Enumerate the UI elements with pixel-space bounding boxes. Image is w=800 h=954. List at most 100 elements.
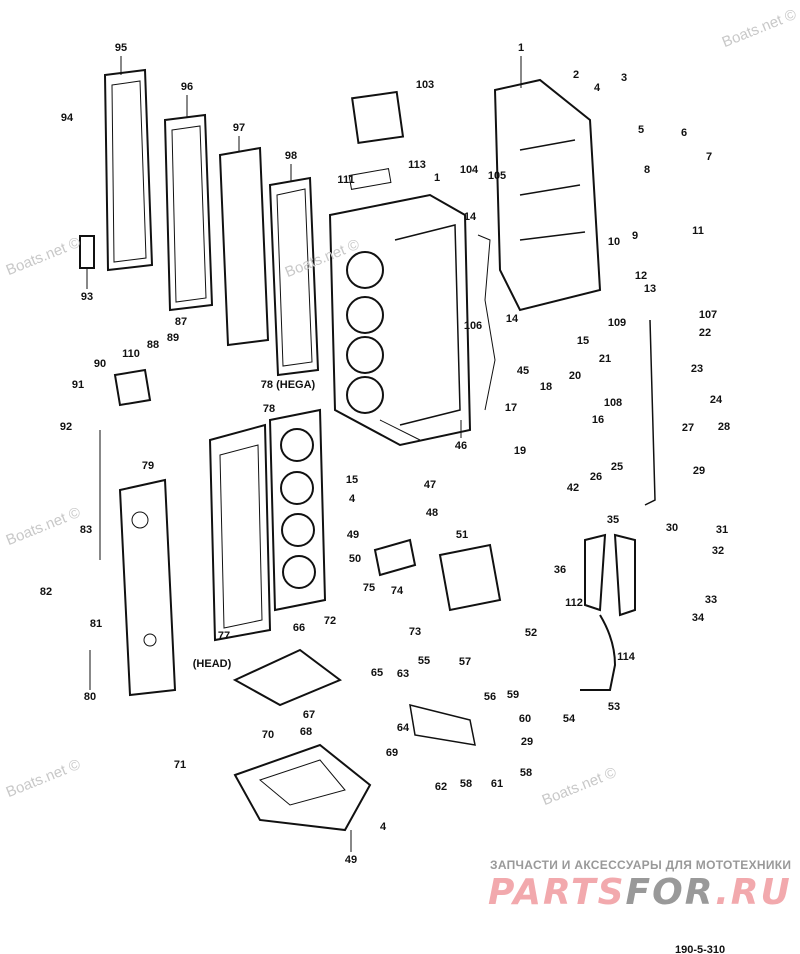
callout-label: 47 bbox=[423, 479, 437, 491]
callout-label: 16 bbox=[591, 414, 605, 426]
callout-label: 52 bbox=[524, 627, 538, 639]
callout-label: 4 bbox=[348, 493, 356, 505]
callout-label: 96 bbox=[180, 81, 194, 93]
callout-label: 3 bbox=[620, 72, 628, 84]
callout-label: 11 bbox=[692, 225, 704, 237]
callout-label: 103 bbox=[415, 79, 435, 91]
cover-51 bbox=[438, 543, 502, 612]
figure-code: 190-5-310 bbox=[675, 944, 726, 954]
callout-label: 22 bbox=[698, 327, 712, 339]
callout-label: 32 bbox=[711, 545, 725, 557]
fuel-pump-bracket bbox=[409, 703, 476, 746]
callout-label: 29 bbox=[692, 465, 706, 477]
callout-label: 91 bbox=[71, 379, 85, 391]
head-gasket-78 bbox=[268, 408, 327, 612]
callout-label: 28 bbox=[717, 421, 731, 433]
callout-label: 49 bbox=[344, 854, 358, 866]
callout-label: 7 bbox=[705, 151, 713, 163]
callout-label: 35 bbox=[606, 514, 620, 526]
callout-label: 10 bbox=[607, 236, 621, 248]
callout-label: 88 bbox=[146, 339, 160, 351]
brand-logo: PARTSFOR.RU bbox=[488, 872, 792, 913]
gasket-95 bbox=[103, 68, 154, 272]
callout-label: 104 bbox=[459, 164, 479, 176]
callout-label: 49 bbox=[346, 529, 360, 541]
callout-label: 15 bbox=[345, 474, 359, 486]
callout-label: 17 bbox=[504, 402, 518, 414]
callout-label: 65 bbox=[370, 667, 384, 679]
linkage-109 bbox=[644, 319, 656, 506]
gasket-98 bbox=[268, 176, 320, 377]
callout-label: 89 bbox=[166, 332, 180, 344]
callout-label: 1 bbox=[517, 42, 525, 54]
callout-label: 29 bbox=[520, 736, 534, 748]
callout-label: 68 bbox=[299, 726, 313, 738]
callout-label: 34 bbox=[691, 612, 705, 624]
callout-label: 30 bbox=[665, 522, 679, 534]
callout-label: 6 bbox=[680, 127, 688, 139]
callout-label: 79 bbox=[141, 460, 155, 472]
callout-label: 2 bbox=[572, 69, 580, 81]
callout-label: 21 bbox=[598, 353, 612, 365]
callout-label: 74 bbox=[390, 585, 404, 597]
cylinder-block bbox=[328, 193, 472, 447]
callout-label: 54 bbox=[562, 713, 576, 725]
gasket-96 bbox=[163, 113, 214, 312]
callout-label: 26 bbox=[589, 471, 603, 483]
callout-label: 107 bbox=[698, 309, 718, 321]
callout-label: 57 bbox=[458, 656, 472, 668]
callout-label: 71 bbox=[173, 759, 187, 771]
adapter-plate-70 bbox=[233, 743, 372, 832]
logo-part: PARTS bbox=[488, 872, 626, 913]
leader-lines bbox=[86, 56, 522, 852]
callout-label: 15 bbox=[576, 335, 590, 347]
callout-label: 70 bbox=[261, 729, 275, 741]
brand-tagline: ЗАПЧАСТИ И АКСЕССУАРЫ ДЛЯ МОТОТЕХНИКИ bbox=[490, 858, 792, 872]
hose-53 bbox=[580, 614, 617, 691]
callout-label: 114 bbox=[617, 651, 635, 663]
callout-label: 95 bbox=[114, 42, 128, 54]
callout-label: 42 bbox=[566, 482, 580, 494]
callout-label: 1 bbox=[433, 172, 441, 184]
callout-label: 80 bbox=[83, 691, 97, 703]
callout-label: 64 bbox=[396, 722, 410, 734]
callout-label: 75 bbox=[362, 582, 376, 594]
callout-label: 78 bbox=[262, 403, 276, 415]
callout-label: 60 bbox=[518, 713, 532, 725]
callout-label: 8 bbox=[643, 164, 651, 176]
callout-label: 58 bbox=[459, 778, 473, 790]
callout-label: 94 bbox=[60, 112, 74, 124]
callout-label: 106 bbox=[463, 320, 483, 332]
callout-label: 92 bbox=[59, 421, 73, 433]
callout-label: 73 bbox=[408, 626, 422, 638]
callout-label: 108 bbox=[603, 397, 623, 409]
callout-label: 67 bbox=[302, 709, 316, 721]
decal-93 bbox=[79, 235, 95, 269]
gasket-50 bbox=[373, 538, 417, 577]
callout-label: 72 bbox=[323, 615, 337, 627]
decal-113 bbox=[348, 168, 392, 190]
cover-97 bbox=[218, 146, 270, 347]
callout-label: 4 bbox=[379, 821, 387, 833]
callout-label: 111 bbox=[337, 174, 355, 186]
callout-label: 25 bbox=[610, 461, 624, 473]
callout-label: 82 bbox=[39, 586, 53, 598]
callout-label: 33 bbox=[704, 594, 718, 606]
callout-label: 66 bbox=[292, 622, 306, 634]
logo-part: FOR bbox=[625, 872, 716, 913]
callout-label: 78 (HEGA) bbox=[260, 379, 316, 391]
logo-part: .RU bbox=[715, 872, 792, 913]
bracket-45 bbox=[477, 234, 496, 411]
callout-label: 14 bbox=[505, 313, 519, 325]
crankcase bbox=[493, 78, 602, 312]
callout-label: 61 bbox=[490, 778, 504, 790]
callout-label: 14 bbox=[463, 211, 477, 223]
callout-label: 105 bbox=[487, 170, 507, 182]
decal-103 bbox=[351, 90, 405, 144]
callout-label: 50 bbox=[348, 553, 362, 565]
exhaust-plate-66 bbox=[232, 648, 342, 707]
callout-label: 36 bbox=[553, 564, 567, 576]
callout-label: 45 bbox=[516, 365, 530, 377]
callout-label: 59 bbox=[506, 689, 520, 701]
